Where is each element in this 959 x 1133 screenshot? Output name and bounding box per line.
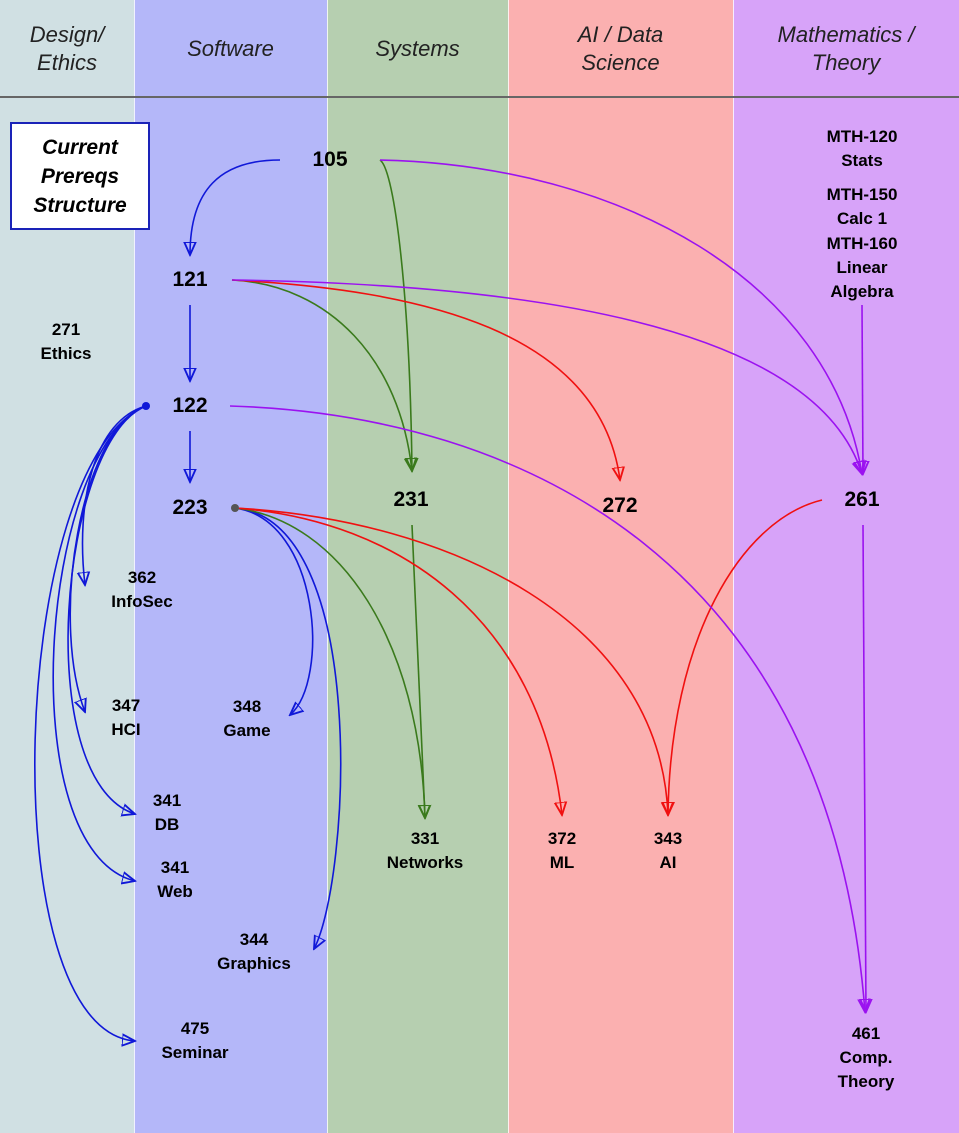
node-331-networks: 331 Networks — [386, 829, 464, 872]
header-divider — [0, 96, 959, 98]
edge-121-272 — [231, 279, 620, 480]
node-344-graphics: 344 Graphics — [217, 930, 291, 973]
node-121: 121 — [172, 268, 208, 291]
column-title-math: Mathematics / Theory — [777, 22, 915, 75]
column-title-software: Software — [187, 36, 274, 61]
column-separator — [327, 0, 328, 1133]
edge-122-475 — [34, 405, 147, 1041]
node-341-web: 341 Web — [157, 858, 193, 901]
node-475-seminar: 475 Seminar — [161, 1019, 229, 1062]
column-title-design: Design/ Ethics — [29, 22, 105, 75]
edge-122-461 — [229, 405, 865, 1012]
column-separator — [508, 0, 509, 1133]
node-362-infosec: 362 InfoSec — [111, 568, 173, 611]
node-mth160-linear-algebra: MTH-160 Linear Algebra — [826, 234, 898, 301]
node-231: 231 — [393, 488, 429, 511]
column-title-systems: Systems — [375, 36, 460, 61]
edge-223-344 — [234, 507, 342, 949]
column-title-ai: AI / Data Science — [577, 22, 664, 75]
node-mth120-stats: MTH-120 Stats — [826, 127, 898, 170]
node-223: 223 — [172, 496, 208, 519]
node-122: 122 — [172, 394, 208, 417]
edge-223-331 — [234, 507, 425, 818]
node-372-ml: 372 ML — [547, 829, 577, 872]
edge-223-372 — [234, 507, 562, 815]
edge-261-461 — [863, 524, 866, 1012]
column-separator — [733, 0, 734, 1133]
column-separator — [134, 0, 135, 1133]
edge-105-261 — [379, 159, 862, 474]
edge-mth160-261 — [862, 304, 863, 474]
edge-121-231 — [231, 279, 412, 471]
edge-121-261 — [231, 279, 862, 474]
node-461-comp-theory: 461 Comp. Theory — [837, 1024, 895, 1091]
node-347-hci: 347 HCI — [111, 696, 141, 739]
column-ai-data-science: AI / Data Science — [508, 0, 733, 1133]
edge-122-341web — [52, 405, 147, 881]
edge-122-341db — [67, 405, 147, 814]
node-348-game: 348 Game — [223, 697, 271, 740]
column-math-theory: Mathematics / Theory — [733, 0, 959, 1133]
legend-box: Current Prereqs Structure — [10, 122, 150, 230]
edge-105-121 — [190, 159, 281, 255]
node-mth150-calc1: MTH-150 Calc 1 — [826, 185, 898, 228]
node-343-ai: 343 AI — [653, 829, 683, 872]
node-341-db: 341 DB — [152, 791, 182, 834]
branch-dot-223 — [231, 504, 239, 512]
edge-122-347 — [69, 405, 147, 712]
node-105: 105 — [312, 148, 348, 171]
node-272: 272 — [602, 494, 638, 517]
column-software: Software — [134, 0, 327, 1133]
edge-105-231 — [379, 159, 412, 471]
branch-dot-122 — [142, 402, 150, 410]
node-271-ethics: 271 Ethics — [40, 320, 92, 363]
edge-231-331 — [411, 524, 425, 818]
edge-223-348 — [234, 507, 314, 715]
edge-261-343 — [668, 499, 823, 815]
node-261: 261 — [844, 488, 880, 511]
edge-223-343 — [234, 507, 668, 815]
